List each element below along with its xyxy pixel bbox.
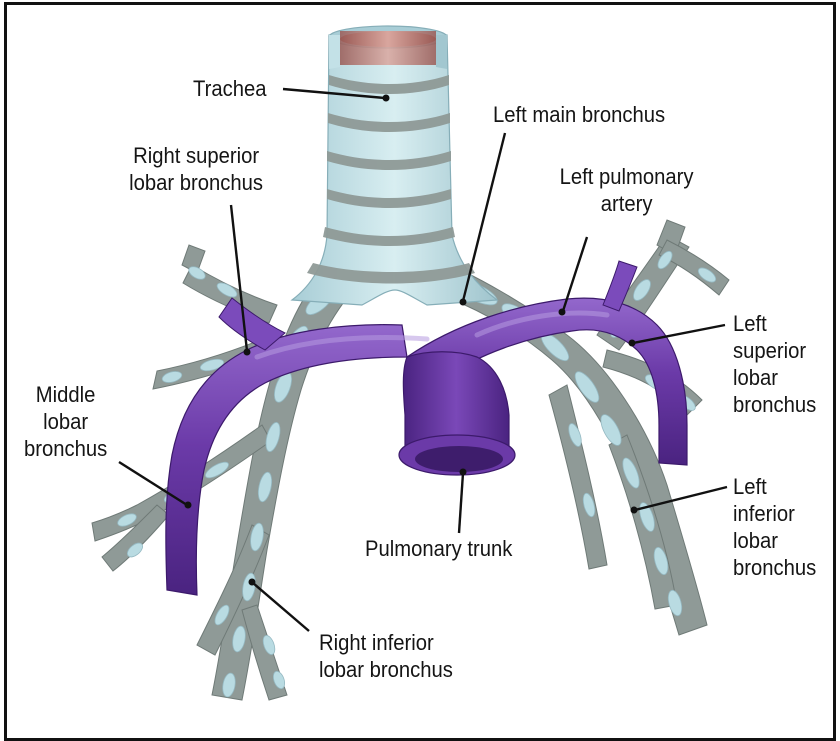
label-right-inferior-lobar-bronchus: Right inferior lobar bronchus	[319, 629, 481, 683]
label-middle-lobar-bronchus: Middle lobar bronchus	[15, 381, 116, 462]
leader-dot-left-inferior-lobar-bronchus	[631, 507, 638, 514]
leader-dot-trachea	[383, 95, 390, 102]
leader-dot-left-pulmonary-artery	[559, 309, 566, 316]
leader-pulmonary-trunk	[459, 473, 463, 533]
leader-left-main-bronchus	[463, 133, 505, 301]
leader-dot-middle-lobar-bronchus	[185, 502, 192, 509]
label-left-pulmonary-artery: Left pulmonary artery	[553, 163, 700, 217]
diagram-frame: Trachea Left main bronchus Right superio…	[4, 2, 836, 741]
leader-dot-left-superior-lobar-bronchus	[629, 340, 636, 347]
leader-dot-right-superior-lobar-bronchus	[244, 349, 251, 356]
label-right-superior-lobar-bronchus: Right superior lobar bronchus	[117, 142, 275, 196]
trachea-tube	[292, 26, 497, 305]
label-pulmonary-trunk: Pulmonary trunk	[365, 535, 512, 562]
leader-dot-pulmonary-trunk	[460, 469, 467, 476]
label-left-main-bronchus: Left main bronchus	[493, 101, 665, 128]
label-trachea: Trachea	[193, 75, 266, 102]
leader-dot-right-inferior-lobar-bronchus	[249, 579, 256, 586]
label-left-inferior-lobar-bronchus: Left inferior lobar bronchus	[733, 473, 823, 581]
label-left-superior-lobar-bronchus: Left superior lobar bronchus	[733, 310, 823, 418]
leader-dot-left-main-bronchus	[460, 299, 467, 306]
